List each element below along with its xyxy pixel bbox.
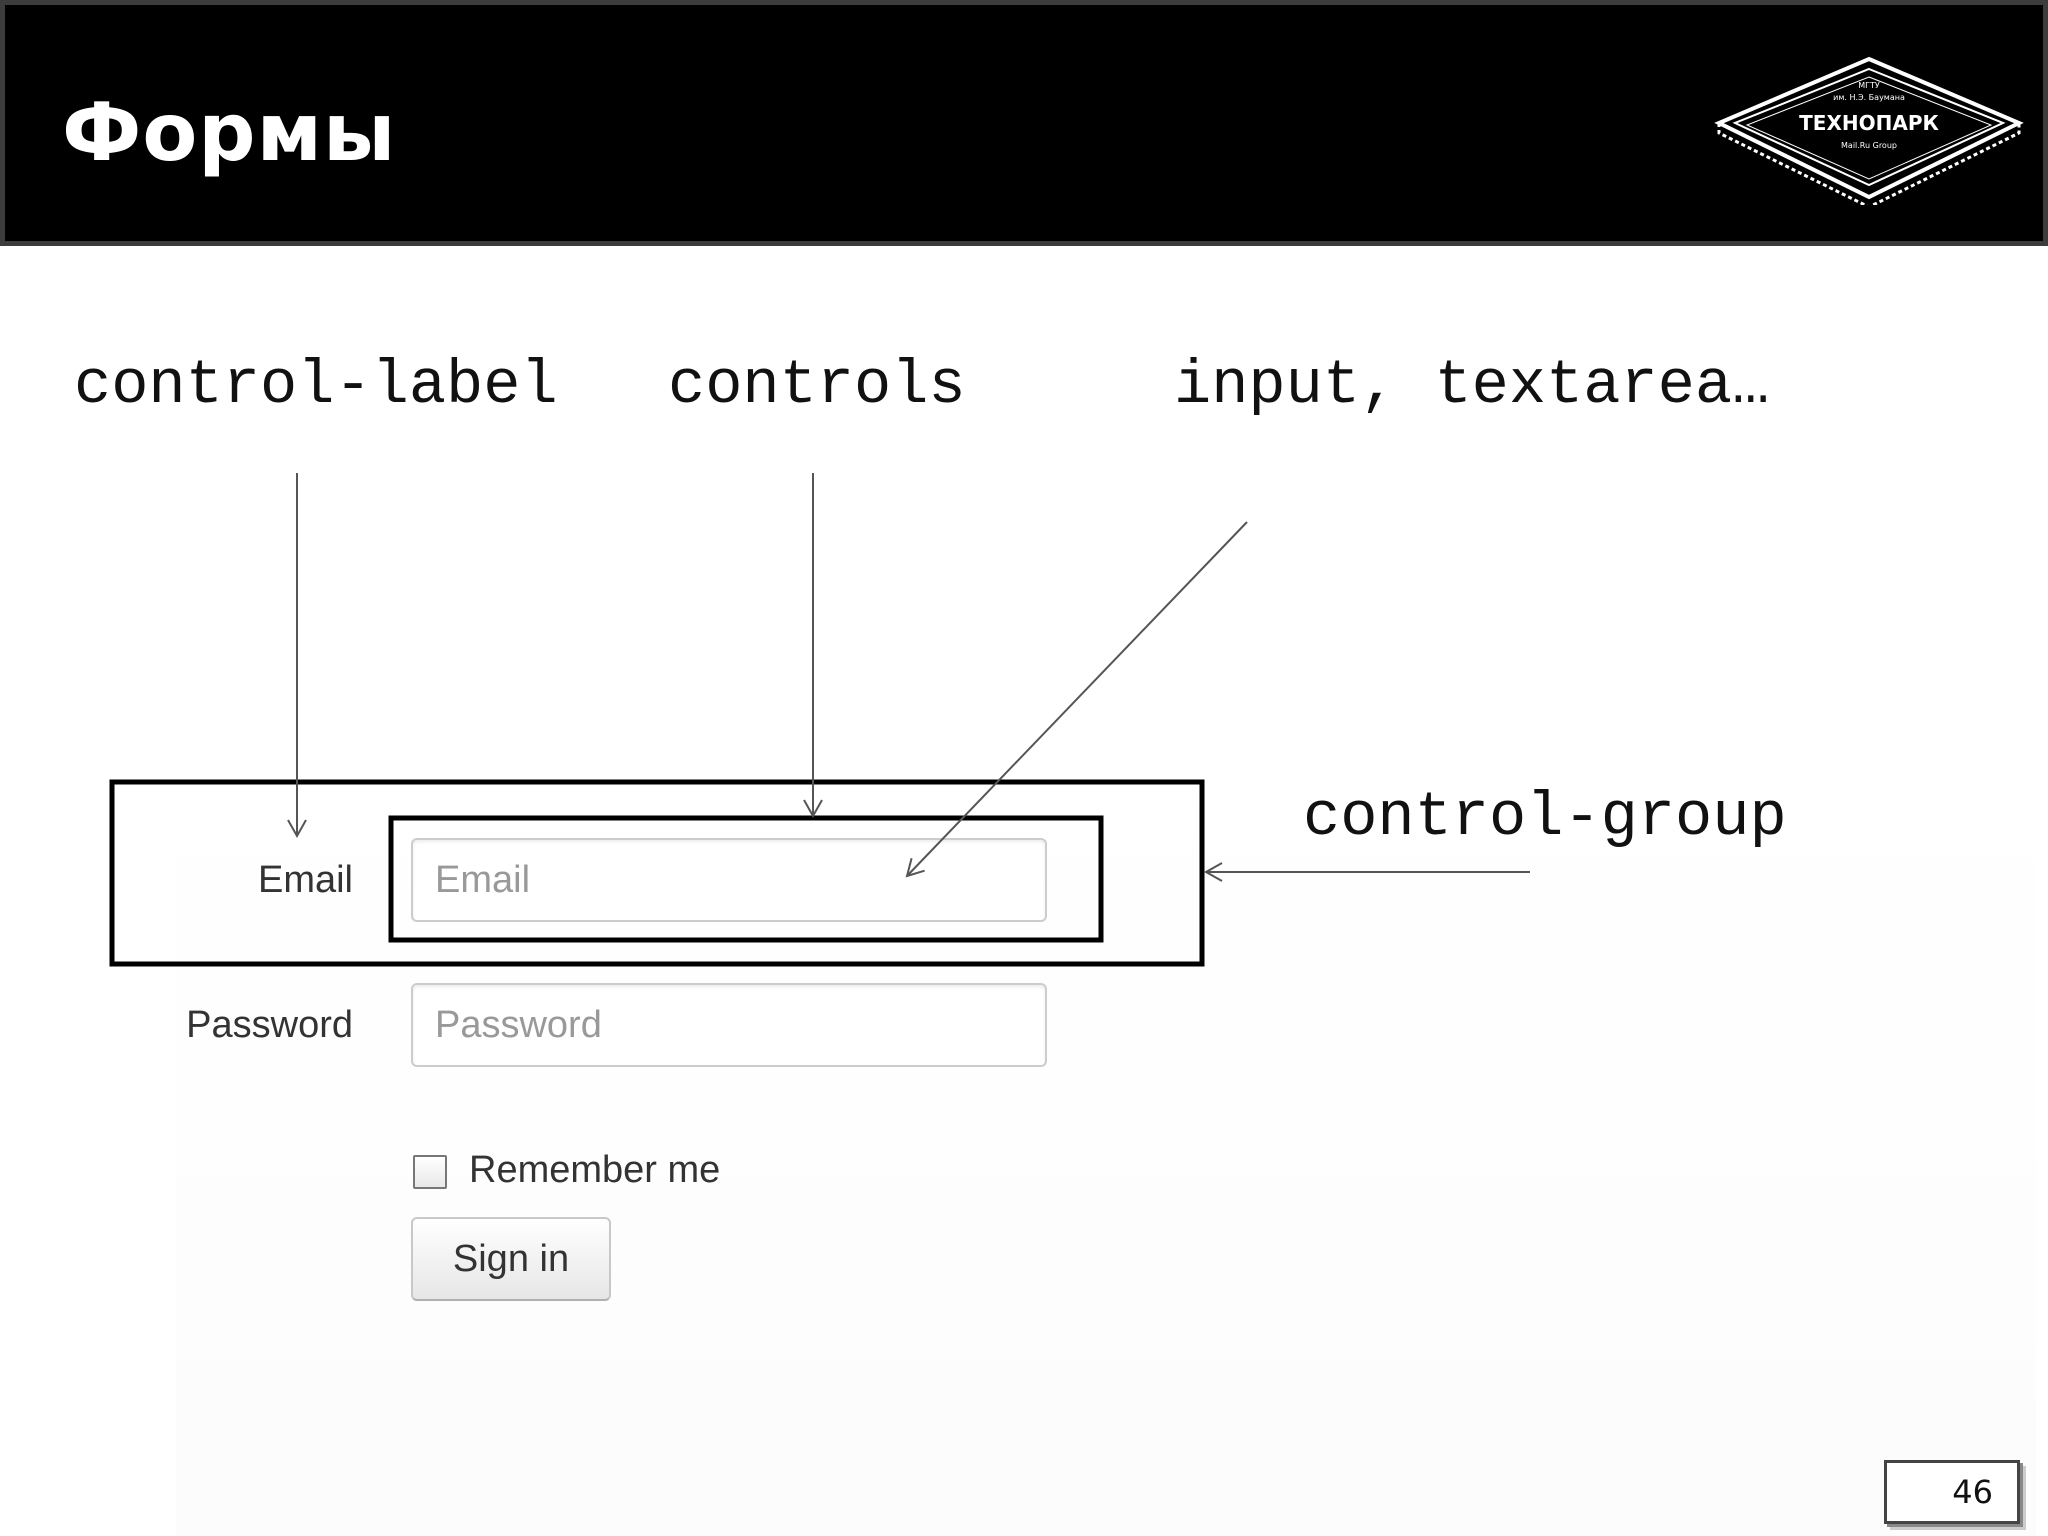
annotation-control-label: control-label <box>74 350 558 421</box>
annotation-controls: controls <box>668 350 966 421</box>
slide-header: Формы МГТУ им. Н.Э. Баумана ТЕХНОПАРК Ma… <box>0 0 2048 246</box>
logo-sub-text: Mail.Ru Group <box>1841 141 1897 150</box>
logo-line2: им. Н.Э. Баумана <box>1833 93 1905 102</box>
email-label: Email <box>257 859 353 901</box>
page-number: 46 <box>1884 1460 2020 1524</box>
sign-in-button[interactable]: Sign in <box>411 1217 611 1301</box>
annotation-control-group: control-group <box>1303 782 1787 853</box>
remember-label[interactable]: Remember me <box>469 1149 721 1191</box>
logo-line1: МГТУ <box>1858 81 1880 90</box>
annotation-input-textarea: input, textarea… <box>1174 350 1770 421</box>
technopark-logo: МГТУ им. Н.Э. Баумана ТЕХНОПАРК Mail.Ru … <box>1713 55 2025 209</box>
password-input[interactable] <box>411 983 1047 1067</box>
slide-title: Формы <box>62 86 397 179</box>
logo-main-text: ТЕХНОПАРК <box>1799 111 1939 135</box>
email-input[interactable] <box>411 838 1047 922</box>
password-label: Password <box>186 1004 353 1046</box>
remember-checkbox[interactable] <box>413 1155 447 1189</box>
